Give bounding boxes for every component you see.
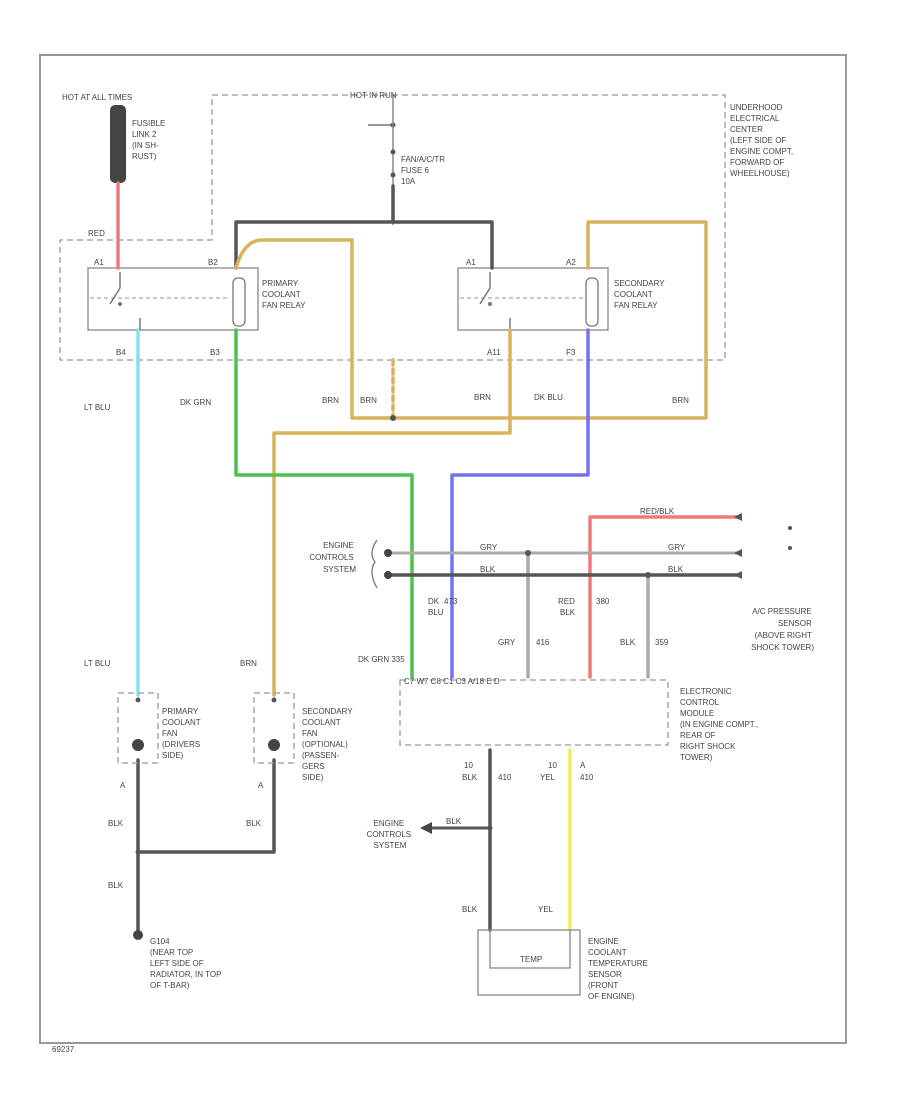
pin-label: A2 [566, 258, 576, 267]
red-blk-label: RED/BLK [640, 507, 675, 516]
dk-grn-label: DK GRN [180, 398, 211, 407]
secondary-fan-label: SECONDARY COOLANT FAN (OPTIONAL) (PASSEN… [302, 707, 355, 782]
secondary-relay-label: SECONDARY COOLANT FAN RELAY [614, 279, 667, 310]
fusible-link-label: FUSIBLE LINK 2 (IN SH- RUST) [132, 119, 168, 161]
red-blk-380-label: RED 380 BLK [558, 597, 612, 617]
gry-label: GRY [480, 543, 498, 552]
pin-label: B2 [208, 258, 218, 267]
primary-relay-icon [87, 267, 259, 331]
wires [116, 181, 742, 937]
primary-fan-icon [117, 692, 159, 764]
red-wire-label: RED [88, 229, 105, 238]
arrow-icon [420, 822, 432, 834]
secondary-relay-icon [457, 267, 609, 331]
wire-dk-grn [234, 328, 414, 679]
pin-label: A [258, 781, 264, 790]
fusible-link-icon [110, 105, 126, 183]
brn-label: BRN [360, 396, 377, 405]
engine-controls-label: ENGINE CONTROLS SYSTEM [367, 819, 414, 850]
underhood-center-outline [59, 94, 726, 361]
pin-label: A [120, 781, 126, 790]
ecm-label: ELECTRONIC CONTROL MODULE (IN ENGINE COM… [680, 687, 760, 762]
blk-label: BLK [246, 819, 262, 828]
dk-blu-473-label: DK 473 BLU [428, 597, 460, 617]
wire-red-blk [588, 515, 742, 679]
corner-code-label: 69237 [52, 1045, 75, 1054]
splice-dot [135, 849, 141, 855]
wire-brn-primary [234, 220, 708, 420]
ecm-outline [399, 679, 669, 746]
gry-label: GRY [668, 543, 686, 552]
blk-label: BLK [108, 819, 124, 828]
primary-relay-label: PRIMARY COOLANT FAN RELAY [262, 279, 306, 310]
wire-dk-blu [450, 328, 590, 679]
ecm-pins-label: C7 W7 C8 C1 C3 A/18 E D [404, 677, 500, 686]
dk-grn-335-label: DK GRN 335 [358, 655, 405, 664]
underhood-center-label: UNDERHOOD ELECTRICAL CENTER (LEFT SIDE O… [730, 103, 795, 178]
yel-label: YEL [538, 905, 554, 914]
ac-pressure-sensor-label: A/C PRESSURE SENSOR (ABOVE RIGHT SHOCK T… [751, 607, 814, 652]
blk-label: BLK [462, 905, 478, 914]
secondary-fan-icon [253, 692, 295, 764]
coolant-sensor-icon [477, 929, 581, 996]
pin-label: B3 [210, 348, 220, 357]
hot-in-run-label: HOT IN RUN [350, 91, 397, 100]
splice-dot [390, 415, 396, 421]
wire-brn-secondary-fan [272, 328, 512, 697]
blk-410-label: 10 BLK 410 [462, 761, 512, 782]
wire-black [234, 220, 494, 270]
ground-label: G104 (NEAR TOP LEFT SIDE OF RADIATOR, IN… [150, 937, 224, 990]
pin-label: A1 [94, 258, 104, 267]
engine-controls-label: ENGINE CONTROLS SYSTEM [309, 541, 356, 574]
blk-label: BLK [668, 565, 684, 574]
lt-blu-label: LT BLU [84, 659, 111, 668]
pin-label: F3 [566, 348, 576, 357]
blk-label: BLK [480, 565, 496, 574]
gry-416-label: GRY 416 [498, 638, 550, 647]
brn-label: BRN [240, 659, 257, 668]
dk-blu-label: DK BLU [534, 393, 563, 402]
brn-label: BRN [474, 393, 491, 402]
engine-controls-bus [371, 513, 792, 589]
lt-blu-label: LT BLU [84, 403, 111, 412]
yel-410-label: 10 A YEL 410 [540, 761, 594, 782]
blk-359-label: BLK 359 [620, 638, 669, 647]
pin-label: A1 [466, 258, 476, 267]
primary-fan-label: PRIMARY COOLANT FAN (DRIVERS SIDE) [162, 707, 203, 760]
pin-label: A11 [487, 348, 501, 357]
temp-label: TEMP [520, 955, 542, 964]
brn-label: BRN [672, 396, 689, 405]
diagram-frame [39, 54, 847, 1044]
coolant-sensor-label: ENGINE COOLANT TEMPERATURE SENSOR (FRONT… [588, 937, 650, 1001]
ground-icon [133, 930, 143, 940]
blk-label: BLK [108, 881, 124, 890]
brn-label: BRN [322, 396, 339, 405]
hot-at-all-times-label: HOT AT ALL TIMES [62, 93, 132, 102]
pin-label: B4 [116, 348, 126, 357]
wire-blk-fans [136, 758, 276, 937]
blk-label: BLK [446, 817, 462, 826]
fuse-label: FAN/A/C/TR FUSE 6 10A [401, 155, 447, 186]
